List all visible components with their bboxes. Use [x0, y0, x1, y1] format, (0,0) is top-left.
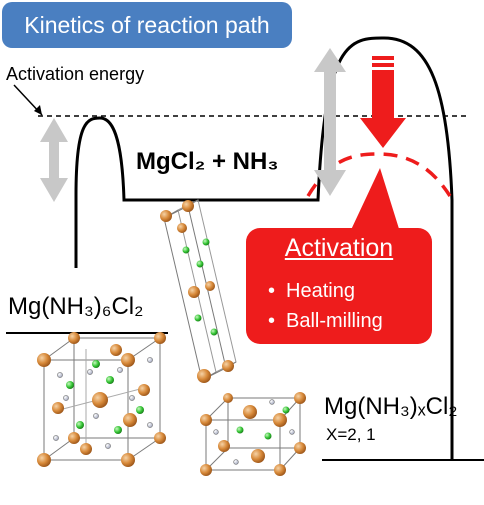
double-arrow-icon — [314, 48, 346, 196]
reactant-label: Mg(NH₃)₆Cl₂ — [8, 293, 144, 320]
crystal-atoms-cl — [66, 360, 144, 434]
method-label: Ball-milling — [286, 310, 383, 332]
intermediate-label: MgCl₂ + NH₃ — [136, 148, 279, 175]
crystal-atoms-n — [213, 399, 295, 465]
double-arrow-icon — [40, 118, 68, 202]
title-banner: Kinetics of reaction path — [2, 2, 292, 48]
crystal-atoms-mg — [37, 332, 166, 467]
leader-arrowhead — [34, 105, 42, 115]
crystal-structure-icon — [163, 199, 237, 381]
product-label: Mg(NH₃)ₓCl₂ — [324, 393, 458, 420]
list-item: • Heating — [268, 276, 383, 306]
activation-methods-list: • Heating • Ball-milling — [268, 276, 383, 336]
activation-callout-pointer — [350, 168, 400, 232]
product-condition-label: X=2, 1 — [326, 425, 376, 444]
activation-heading: Activation — [284, 234, 394, 262]
crystal-atoms-mg — [200, 392, 306, 476]
crystal-atoms-n — [53, 357, 153, 449]
crystal-atoms-mg — [160, 200, 234, 383]
activation-energy-label: Activation energy — [6, 64, 145, 84]
crystal-atoms-cl — [236, 406, 290, 440]
bullet-icon: • — [268, 310, 276, 332]
activation-callout: Activation • Heating • Ball-milling — [246, 228, 432, 344]
crystal-atoms-cl — [182, 238, 218, 336]
list-item: • Ball-milling — [268, 306, 383, 336]
method-label: Heating — [286, 280, 355, 302]
down-arrow-icon — [360, 56, 406, 148]
bullet-icon: • — [268, 280, 276, 302]
